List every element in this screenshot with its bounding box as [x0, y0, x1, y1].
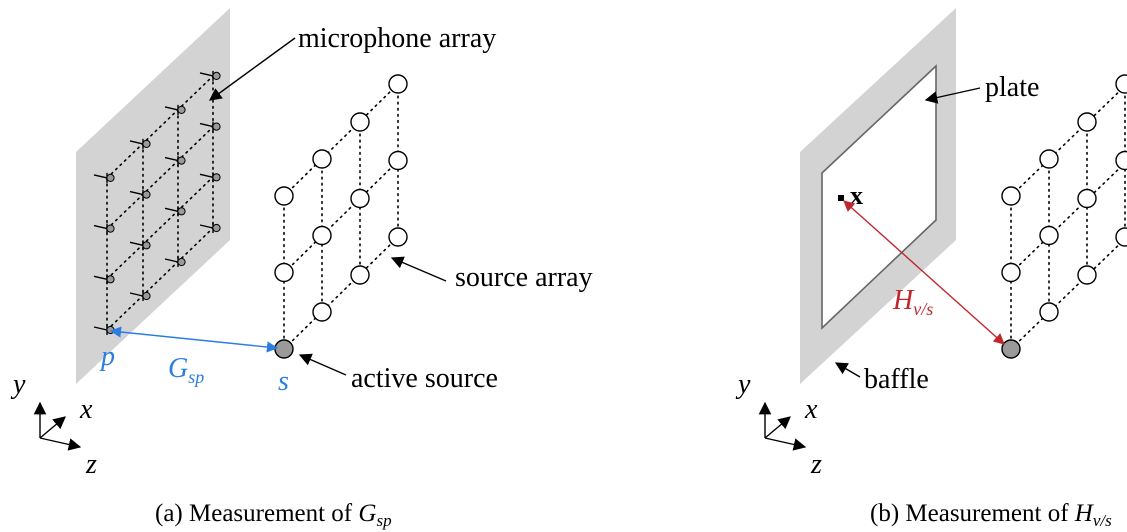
baffle-callout-arrow: [834, 362, 861, 378]
mic-grid: [106, 75, 214, 331]
source-grid-b: [1010, 83, 1127, 350]
source: [1077, 188, 1097, 209]
source: [1077, 112, 1097, 132]
axis-y-label-a: y: [10, 369, 26, 400]
point-x-marker: [838, 195, 844, 201]
source-grid-a: [283, 83, 399, 350]
source: [388, 150, 408, 171]
g-sp-arrow: [109, 326, 279, 353]
point-p-label: p: [99, 341, 115, 372]
microphone: [164, 257, 186, 267]
active-source: [274, 339, 294, 359]
microphone: [129, 138, 151, 149]
source: [1115, 150, 1127, 171]
caption-b: (b) Measurement of Hv/s: [870, 500, 1112, 530]
microphone: [129, 240, 151, 251]
microphone: [164, 104, 186, 115]
source: [312, 149, 332, 169]
axis-x-label-b: x: [804, 394, 818, 425]
source: [312, 225, 332, 246]
source-array-b: [1001, 74, 1127, 359]
microphone: [93, 172, 115, 183]
microphone: [164, 206, 186, 217]
caption-a: (a) Measurement of Gsp: [155, 500, 392, 530]
microphone: [164, 155, 186, 166]
microphone-array-label: microphone array: [298, 23, 496, 54]
microphone: [199, 223, 221, 233]
source: [1115, 227, 1127, 247]
microphone: [199, 172, 221, 183]
source: [1001, 186, 1021, 206]
microphone: [199, 70, 221, 81]
mic-baffle-panel: [76, 8, 230, 384]
baffle-label: baffle: [864, 364, 929, 395]
axis-y-label-b: y: [735, 369, 751, 400]
panel-b: plate baffle x Hv/s y x z (b): [735, 8, 1127, 530]
microphone: [93, 274, 115, 285]
microphone: [199, 121, 221, 132]
source: [350, 265, 370, 285]
axes-b: y x z: [735, 369, 822, 480]
panel-a: microphone array source array active sou…: [10, 8, 593, 530]
microphone-group: [93, 70, 221, 335]
source: [1115, 74, 1127, 94]
source: [388, 74, 408, 94]
microphone: [129, 291, 151, 301]
microphone: [93, 223, 115, 234]
axis-z-label-b: z: [810, 449, 822, 480]
source: [312, 302, 332, 322]
source: [350, 188, 370, 209]
h-vs-label: Hv/s: [892, 285, 933, 319]
source-array-callout-arrow: [390, 256, 447, 282]
source: [1039, 149, 1059, 169]
axis-z-label-a: z: [85, 449, 97, 480]
source-array-a: [274, 74, 408, 359]
active-source: [1001, 339, 1021, 359]
h-vs-arrow: [843, 200, 1005, 345]
source: [1077, 265, 1097, 285]
g-sp-label: Gsp: [168, 353, 204, 387]
active-source-callout-arrow: [298, 353, 347, 376]
point-s-label: s: [278, 366, 289, 397]
plate-callout-arrow: [924, 87, 981, 104]
source: [350, 112, 370, 132]
microphone: [129, 189, 151, 200]
point-x-label: x: [850, 181, 863, 210]
source: [1039, 302, 1059, 322]
active-source-label: active source: [351, 363, 498, 394]
source-array-label: source array: [455, 262, 593, 293]
axis-x-label-a: x: [79, 394, 93, 425]
source: [274, 186, 294, 206]
axes-a: y x z: [10, 369, 97, 480]
mic-array-callout-arrow: [208, 37, 296, 101]
source: [388, 227, 408, 247]
source: [1001, 262, 1021, 283]
source: [1039, 225, 1059, 246]
source: [274, 262, 294, 283]
plate-label: plate: [985, 72, 1039, 103]
